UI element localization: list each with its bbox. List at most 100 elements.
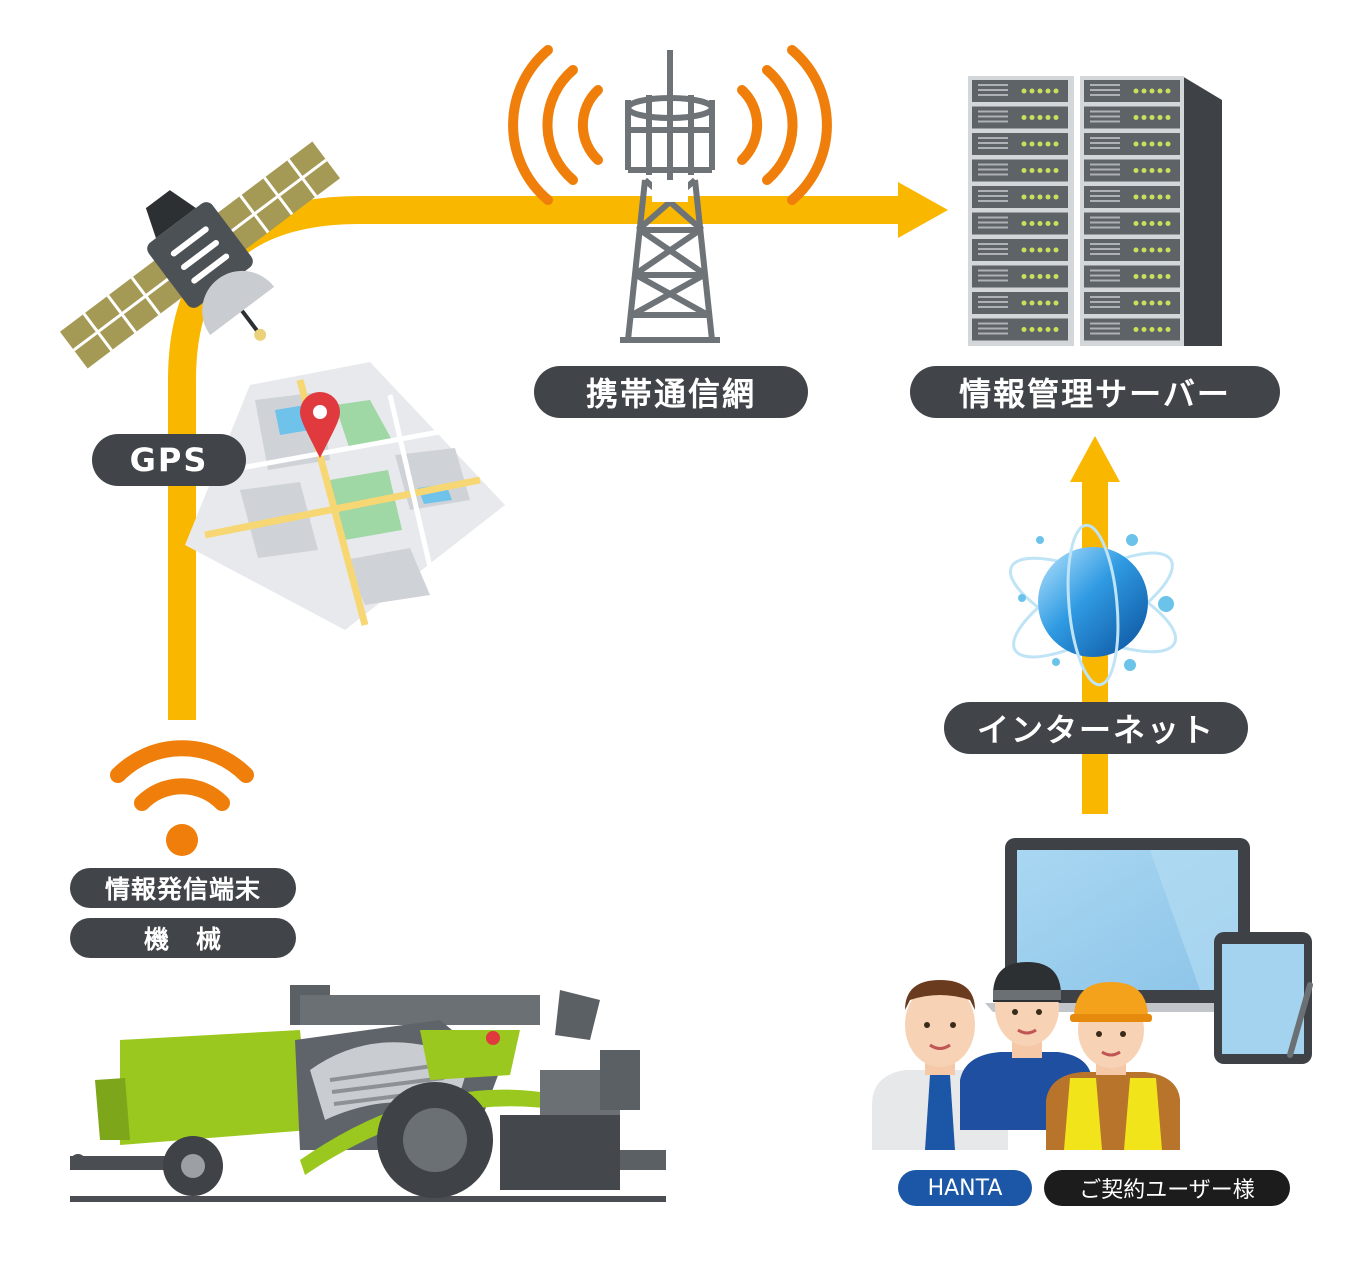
server-vent xyxy=(1090,173,1120,176)
server-led xyxy=(1149,247,1155,253)
server-vent xyxy=(1090,269,1120,272)
server-vent xyxy=(1090,274,1120,277)
server-led xyxy=(1037,194,1043,200)
server-led xyxy=(1045,327,1051,332)
server-vent xyxy=(1090,137,1120,139)
server-vent xyxy=(1090,279,1120,282)
server-rack-icon xyxy=(968,76,1222,346)
server-led xyxy=(1157,168,1163,173)
server-led xyxy=(1141,327,1147,332)
server-led xyxy=(1157,88,1163,94)
server-vent xyxy=(1090,163,1120,166)
server-vent xyxy=(1090,216,1120,219)
server-vent xyxy=(978,216,1008,219)
server-led xyxy=(1053,300,1059,306)
label-internet: インターネット xyxy=(944,702,1248,754)
server-led xyxy=(1133,194,1139,200)
server-led xyxy=(1029,221,1035,226)
label-gps: GPS xyxy=(92,434,246,486)
server-vent xyxy=(978,200,1008,202)
server-led xyxy=(1021,168,1027,173)
server-vent xyxy=(1090,243,1120,245)
server-led xyxy=(1021,115,1027,120)
server-vent xyxy=(1090,332,1120,335)
server-led xyxy=(1045,194,1051,200)
server-led xyxy=(1021,141,1027,147)
server-led xyxy=(1149,168,1155,173)
server-vent xyxy=(978,306,1008,308)
server-vent xyxy=(978,296,1008,298)
server-vent xyxy=(1090,322,1120,325)
server-vent xyxy=(1090,248,1120,250)
server-vent xyxy=(1090,200,1120,202)
server-led xyxy=(1037,327,1043,332)
server-led xyxy=(1045,141,1051,147)
server-led xyxy=(1053,88,1059,94)
server-led xyxy=(1021,221,1027,226)
server-vent xyxy=(1090,195,1120,197)
server-led xyxy=(1141,247,1147,253)
server-vent xyxy=(978,173,1008,176)
server-vent xyxy=(978,322,1008,325)
server-vent xyxy=(1090,306,1120,308)
server-led xyxy=(1149,327,1155,332)
server-led xyxy=(1165,141,1171,147)
server-led xyxy=(1053,168,1059,173)
server-led xyxy=(1149,115,1155,120)
server-vent xyxy=(978,147,1008,149)
server-led xyxy=(1133,300,1139,306)
server-vent xyxy=(1090,94,1120,96)
server-led xyxy=(1029,115,1035,120)
server-vent xyxy=(978,226,1008,229)
server-led xyxy=(1037,168,1043,173)
server-led xyxy=(1021,247,1027,253)
label-server: 情報管理サーバー xyxy=(910,366,1280,418)
server-led xyxy=(1165,194,1171,200)
server-led xyxy=(1165,327,1171,332)
server-vent xyxy=(978,110,1008,113)
label-terminal: 情報発信端末 xyxy=(70,868,296,908)
server-led xyxy=(1045,300,1051,306)
server-led xyxy=(1037,141,1043,147)
server-vent xyxy=(978,327,1008,330)
server-led xyxy=(1165,247,1171,253)
server-vent xyxy=(978,168,1008,171)
server-vent xyxy=(1090,120,1120,123)
server-led xyxy=(1141,115,1147,120)
server-led xyxy=(1157,327,1163,332)
server-led xyxy=(1053,115,1059,120)
server-led xyxy=(1157,221,1163,226)
server-led xyxy=(1165,221,1171,226)
server-led xyxy=(1029,247,1035,253)
server-vent xyxy=(978,120,1008,123)
server-vent xyxy=(978,137,1008,139)
server-led xyxy=(1037,247,1043,253)
server-led xyxy=(1141,221,1147,226)
server-led xyxy=(1029,141,1035,147)
server-led xyxy=(1157,300,1163,306)
server-led xyxy=(1165,168,1171,173)
server-led xyxy=(1037,115,1043,120)
server-vent xyxy=(1090,327,1120,330)
satellite-icon xyxy=(59,141,341,369)
server-vent xyxy=(1090,89,1120,91)
server-vent xyxy=(1090,142,1120,144)
server-vent xyxy=(978,94,1008,96)
server-led xyxy=(1045,247,1051,253)
server-led xyxy=(1133,247,1139,253)
server-led xyxy=(1021,88,1027,94)
server-led xyxy=(1165,300,1171,306)
server-led xyxy=(1029,168,1035,173)
server-led xyxy=(1037,274,1043,279)
wifi-signal-icon xyxy=(110,740,254,811)
server-vent xyxy=(978,163,1008,166)
server-led xyxy=(1021,194,1027,200)
server-led xyxy=(1045,88,1051,94)
cell-tower-icon xyxy=(508,45,832,343)
server-vent xyxy=(1090,110,1120,113)
server-led xyxy=(1133,115,1139,120)
construction-worker-icon xyxy=(1046,982,1180,1150)
paver-machine-icon xyxy=(70,985,666,1202)
server-vent xyxy=(1090,147,1120,149)
